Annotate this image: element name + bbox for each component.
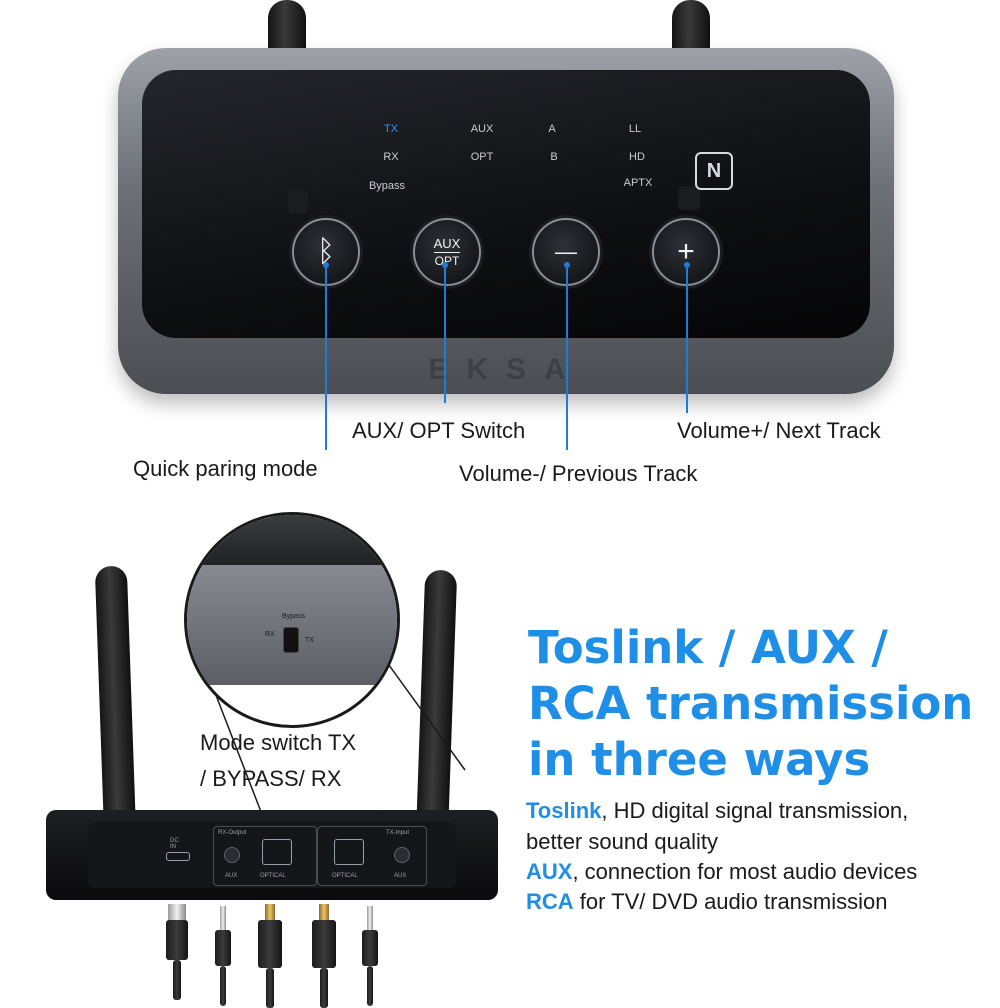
zoom-device-top [187,515,397,567]
feature-keyword: AUX [526,859,573,884]
feature-rca: RCA for TV/ DVD audio transmission [526,889,888,915]
optical-cable-right [312,904,336,1008]
label-quick-pairing: Quick paring mode [133,456,318,481]
feature-keyword: RCA [526,889,574,914]
feature-text: , HD digital signal transmission, [601,798,909,823]
aux-opt-button-opt-label: OPT [434,254,460,268]
micro-usb-cable [166,904,188,1000]
mode-switch-zoom: Bypass RX TX [184,512,400,728]
label-volume-down: Volume-/ Previous Track [459,461,698,486]
led-rx: RX [383,151,399,163]
headline: Toslink / AUX / RCA transmission in thre… [528,620,988,788]
transmitter-rear-device: DC IN RX-Output AUX OPTICAL TX-Input OPT… [46,810,498,900]
aux-cable-right [362,906,378,1006]
left-antenna-base [288,190,308,214]
rear-port-panel: DC IN RX-Output AUX OPTICAL TX-Input OPT… [88,822,456,888]
zoom-device-side [187,565,397,685]
tx-input-group: TX-Input OPTICAL AUX [317,826,427,886]
rx-output-group: RX-Output AUX OPTICAL [213,826,317,886]
led-opt: OPT [470,151,494,163]
feature-sound-quality: better sound quality [526,829,718,855]
headline-line3: in three ways [528,733,871,786]
transmitter-top-device: EKSA [118,48,894,394]
minus-icon: — [555,239,577,264]
callout-line-volume-up [686,265,688,413]
led-ll: LL [628,123,642,135]
rx-output-label: RX-Output [218,830,247,836]
tx-aux-label: AUX [394,873,407,879]
tx-input-label: TX-Input [386,830,410,836]
bluetooth-icon: ᛒ [317,235,335,268]
zoom-bypass-label: Bypass [282,613,305,620]
brand-logo: EKSA [428,353,584,386]
led-b: B [550,151,558,163]
headline-line2: RCA transmission [528,677,974,730]
led-aptx: APTX [623,177,653,189]
feature-aux: AUX, connection for most audio devices [526,859,917,885]
right-antenna-base [678,186,700,210]
led-aux: AUX [470,123,494,135]
plus-icon: + [677,235,695,268]
feature-text: better sound quality [526,829,719,854]
callout-line-volume-down [566,265,568,450]
rx-optical-port[interactable] [262,839,292,865]
label-aux-opt-switch: AUX/ OPT Switch [352,418,526,443]
mode-switch-label-line2: / BYPASS/ RX [200,766,342,791]
feature-text: , connection for most audio devices [572,859,918,884]
aux-opt-icon: AUX OPT [433,236,461,268]
tx-optical-port[interactable] [334,839,364,865]
aux-opt-button-aux-label: AUX [433,236,461,253]
mode-switch-label-line1: Mode switch TX [200,730,357,755]
callout-line-bluetooth [325,265,327,450]
zoom-tx-label: TX [305,637,314,644]
callout-line-aux-opt [444,265,446,403]
led-a: A [548,123,556,135]
optical-cable-left [258,904,282,1008]
led-bypass: Bypass [368,180,406,192]
nfc-symbol: N [706,159,722,182]
feature-toslink: Toslink, HD digital signal transmission, [526,798,908,824]
feature-keyword: Toslink [526,798,602,823]
led-hd: HD [629,151,645,163]
rx-optical-label: OPTICAL [260,873,286,879]
label-volume-up: Volume+/ Next Track [677,418,881,443]
nfc-icon: N [695,152,733,190]
tx-optical-label: OPTICAL [332,873,358,879]
dc-in-label: DC IN [170,838,179,850]
tx-aux-jack[interactable] [394,847,410,863]
led-tx: TX [383,123,399,135]
headline-line1: Toslink / AUX / [528,621,888,674]
aux-opt-button[interactable]: AUX OPT [413,218,481,286]
zoom-rx-label: RX [265,631,275,638]
dc-in-port[interactable] [166,852,190,861]
mode-slider-switch[interactable] [283,627,299,653]
rx-aux-label: AUX [225,873,238,879]
control-panel [142,70,870,338]
feature-text: for TV/ DVD audio transmission [573,889,888,914]
aux-cable-left [215,906,231,1006]
rx-aux-jack[interactable] [224,847,240,863]
